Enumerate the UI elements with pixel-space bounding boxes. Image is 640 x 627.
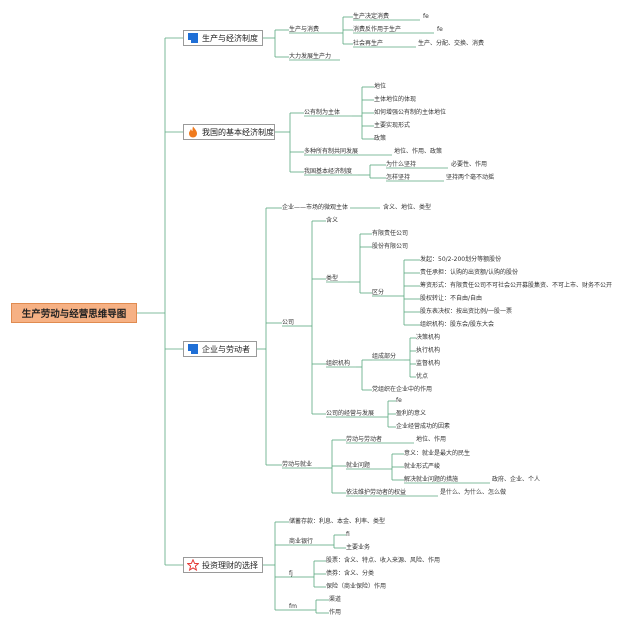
node-enterprise[interactable]: 企业——市场的微观主体 <box>282 204 349 211</box>
node-party-role[interactable]: 党组织在企业中的作用 <box>372 386 433 393</box>
node-public-item[interactable]: 政策 <box>374 135 387 142</box>
node-social-reproduction[interactable]: 社会再生产 <box>353 40 384 47</box>
node-diff-item[interactable]: 组织机构：股东会/股东大会 <box>420 321 495 328</box>
node-commercial-bank[interactable]: 商业银行 <box>289 538 314 545</box>
node-fj[interactable]: fj <box>289 570 293 577</box>
node-org-structure[interactable]: 组织机构 <box>326 360 351 367</box>
node-labor-rights[interactable]: 依法维护劳动者的权益 <box>346 489 407 496</box>
node-note[interactable]: 地位、作用 <box>416 436 447 443</box>
node-success-factors[interactable]: 企业经营成功的因素 <box>396 423 451 430</box>
node-note[interactable]: 地位、作用、政策 <box>394 148 443 155</box>
node-diff-item[interactable]: 发起：50/2-200划分等额股份 <box>420 256 502 263</box>
node-prod-consume[interactable]: 生产与消费 <box>289 26 320 33</box>
node-org-parts[interactable]: 组成部分 <box>372 353 397 360</box>
node-stock[interactable]: 股票：含义、特点、收入来源、风险、作用 <box>326 557 441 564</box>
node-labor-employment[interactable]: 劳动与就业 <box>282 461 313 468</box>
node-note[interactable]: 含义、地位、类型 <box>383 204 432 211</box>
node-org-item[interactable]: 决策机构 <box>416 334 441 341</box>
node-job-item[interactable]: 解决就业问题的措施 <box>404 476 459 483</box>
node-develop-productivity[interactable]: 大力发展生产力 <box>289 53 332 60</box>
node-diff-item[interactable]: 股东表决权：按出资比例/一股一票 <box>420 308 513 315</box>
node-public-item[interactable]: 主要实现形式 <box>374 122 411 129</box>
node-labor[interactable]: 劳动与劳动者 <box>346 436 383 443</box>
node-note[interactable]: fe <box>396 397 402 404</box>
node-note[interactable]: 是什么、为什么、怎么做 <box>440 489 507 496</box>
node-bank-business[interactable]: 主要业务 <box>346 544 371 551</box>
node-prod-decides[interactable]: 生产决定消费 <box>353 13 390 20</box>
node-note[interactable]: fi <box>346 531 350 538</box>
node-org-item[interactable]: 执行机构 <box>416 347 441 354</box>
node-note[interactable]: fe <box>423 13 429 20</box>
node-public-ownership[interactable]: 公有制为主体 <box>304 109 341 116</box>
node-public-item[interactable]: 地位 <box>374 83 387 90</box>
node-effect[interactable]: 作用 <box>329 609 342 616</box>
branch-label: 我国的基本经济制度 <box>202 127 274 137</box>
node-jsc[interactable]: 股份有限公司 <box>372 243 409 250</box>
node-note[interactable]: fe <box>437 26 443 33</box>
node-public-item[interactable]: 主体地位的体现 <box>374 96 417 103</box>
node-profit-meaning[interactable]: 盈利的意义 <box>396 410 427 417</box>
node-multi-ownership[interactable]: 多种所有制共同发展 <box>304 148 359 155</box>
node-consume-reacts[interactable]: 消费反作用于生产 <box>353 26 402 33</box>
node-types[interactable]: 类型 <box>326 275 339 282</box>
node-differences[interactable]: 区分 <box>372 289 385 296</box>
node-how-persist[interactable]: 怎样坚持 <box>386 174 411 181</box>
node-job-item[interactable]: 意义：就业是最大的民生 <box>404 450 471 457</box>
node-channel[interactable]: 渠道 <box>329 596 342 603</box>
node-savings[interactable]: 储蓄存款：利息、本金、利率、类型 <box>289 518 386 525</box>
node-note[interactable]: 必要性、作用 <box>451 161 488 168</box>
node-job-item[interactable]: 就业形式严峻 <box>404 463 441 470</box>
branch-investment[interactable]: 投资理财的选择 <box>183 557 263 573</box>
node-note[interactable]: 坚持两个毫不动摇 <box>446 174 495 181</box>
node-bond[interactable]: 债券：含义、分类 <box>326 570 375 577</box>
node-llc[interactable]: 有限责任公司 <box>372 230 409 237</box>
flag-icon <box>188 344 198 354</box>
node-operation[interactable]: 公司的经营与发展 <box>326 410 375 417</box>
branch-label: 企业与劳动者 <box>202 344 250 354</box>
node-meaning[interactable]: 含义 <box>326 217 339 224</box>
node-org-item[interactable]: 监督机构 <box>416 360 441 367</box>
branch-production-economy[interactable]: 生产与经济制度 <box>183 30 263 46</box>
root-node[interactable]: 生产劳动与经营思维导图 <box>11 303 137 323</box>
node-diff-item[interactable]: 筹资形式：有限责任公司不可社会公开募股集资、不可上市、财务不公开 <box>420 282 613 289</box>
branch-label: 生产与经济制度 <box>202 33 258 43</box>
node-note[interactable]: 生产、分配、交换、消费 <box>418 40 485 47</box>
node-note[interactable]: 政府、企业、个人 <box>492 476 541 483</box>
node-employment-problem[interactable]: 就业问题 <box>346 462 371 469</box>
node-insurance[interactable]: 保险（商业保险）作用 <box>326 583 387 590</box>
node-why-persist[interactable]: 为什么坚持 <box>386 161 417 168</box>
branch-basic-economic-system[interactable]: 我国的基本经济制度 <box>183 124 275 140</box>
node-diff-item[interactable]: 责任承担：认购的出资额/认购的股份 <box>420 269 519 276</box>
node-public-item[interactable]: 如何增强公有制的主体地位 <box>374 109 447 116</box>
flame-icon <box>189 126 197 138</box>
node-fm[interactable]: fm <box>289 603 297 610</box>
node-diff-item[interactable]: 股权转让：不自由/自由 <box>420 295 483 302</box>
star-icon <box>187 559 199 571</box>
flag-icon <box>188 33 198 43</box>
node-basic-system[interactable]: 我国基本经济制度 <box>304 168 353 175</box>
branch-label: 投资理财的选择 <box>202 560 258 570</box>
node-company[interactable]: 公司 <box>282 319 295 326</box>
branch-enterprise-labor[interactable]: 企业与劳动者 <box>183 341 257 357</box>
node-org-item[interactable]: 优点 <box>416 373 429 380</box>
